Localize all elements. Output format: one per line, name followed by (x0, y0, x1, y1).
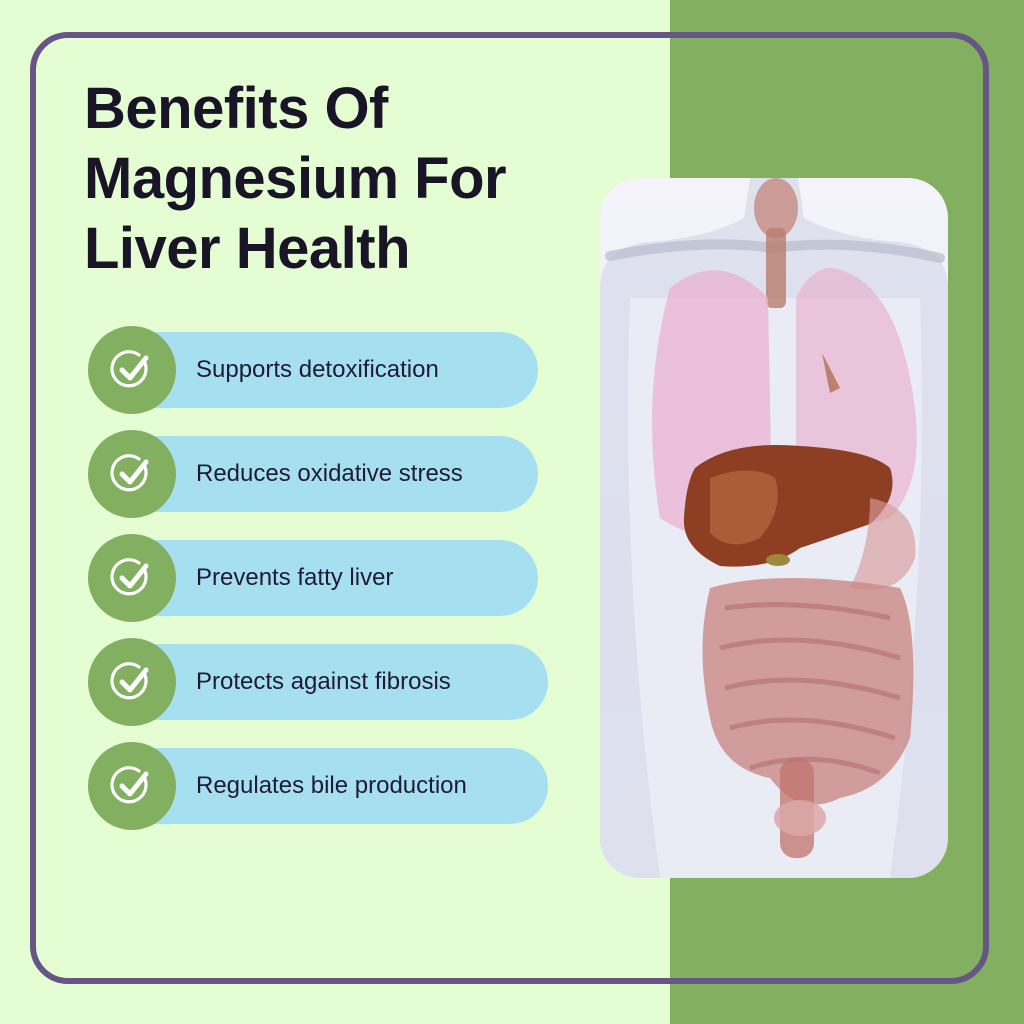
benefit-item: Regulates bile production (88, 742, 548, 830)
benefit-label: Supports detoxification (196, 356, 439, 383)
benefit-pill (148, 540, 538, 616)
title-line-2: Magnesium For (84, 146, 507, 211)
title-line-1: Benefits Of (84, 76, 388, 141)
check-circle-icon (88, 742, 176, 830)
check-circle-icon (88, 430, 176, 518)
benefit-item: Prevents fatty liver (88, 534, 548, 622)
check-circle-icon (88, 534, 176, 622)
benefit-item: Protects against fibrosis (88, 638, 548, 726)
benefit-label: Reduces oxidative stress (196, 460, 463, 487)
benefit-label: Prevents fatty liver (196, 564, 394, 591)
page-title: Benefits Of Magnesium For Liver Health (84, 74, 507, 284)
benefit-label: Protects against fibrosis (196, 668, 451, 695)
benefit-item: Reduces oxidative stress (88, 430, 548, 518)
check-circle-icon (88, 638, 176, 726)
anatomy-illustration (600, 178, 948, 878)
benefit-item: Supports detoxification (88, 326, 548, 414)
benefit-pill (148, 748, 548, 824)
title-line-3: Liver Health (84, 216, 411, 281)
benefit-pill (148, 332, 538, 408)
content-frame (30, 32, 989, 984)
benefit-pill (148, 436, 538, 512)
check-circle-icon (88, 326, 176, 414)
benefit-label: Regulates bile production (196, 772, 467, 799)
torso-anatomy-icon (600, 178, 948, 878)
benefit-pill (148, 644, 548, 720)
